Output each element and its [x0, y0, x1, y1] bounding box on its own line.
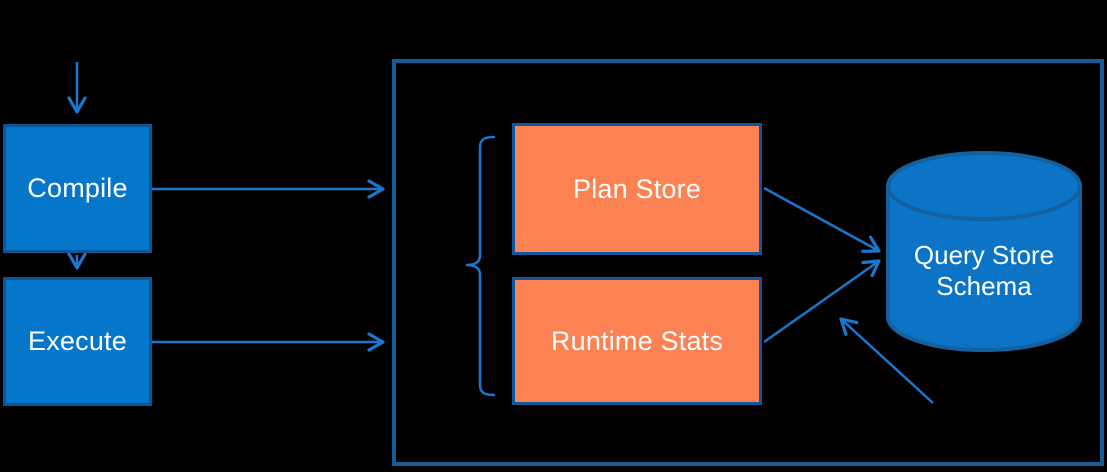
- node-runtime-stats: Runtime Stats: [512, 277, 762, 405]
- query-store-schema-line2: Schema: [936, 271, 1032, 301]
- node-compile: Compile: [3, 124, 152, 253]
- node-execute-label: Execute: [28, 326, 127, 356]
- node-plan-store-label: Plan Store: [572, 173, 702, 204]
- node-execute: Execute: [3, 277, 152, 406]
- query-store-schema-line1: Query Store: [913, 240, 1055, 270]
- node-plan-store: Plan Store: [512, 123, 762, 255]
- query-store-container-outline: [392, 59, 1104, 466]
- node-compile-label: Compile: [27, 173, 128, 203]
- node-runtime-stats-label: Runtime Stats: [550, 325, 724, 356]
- node-query-store-schema-label: Query Store Schema: [888, 240, 1080, 302]
